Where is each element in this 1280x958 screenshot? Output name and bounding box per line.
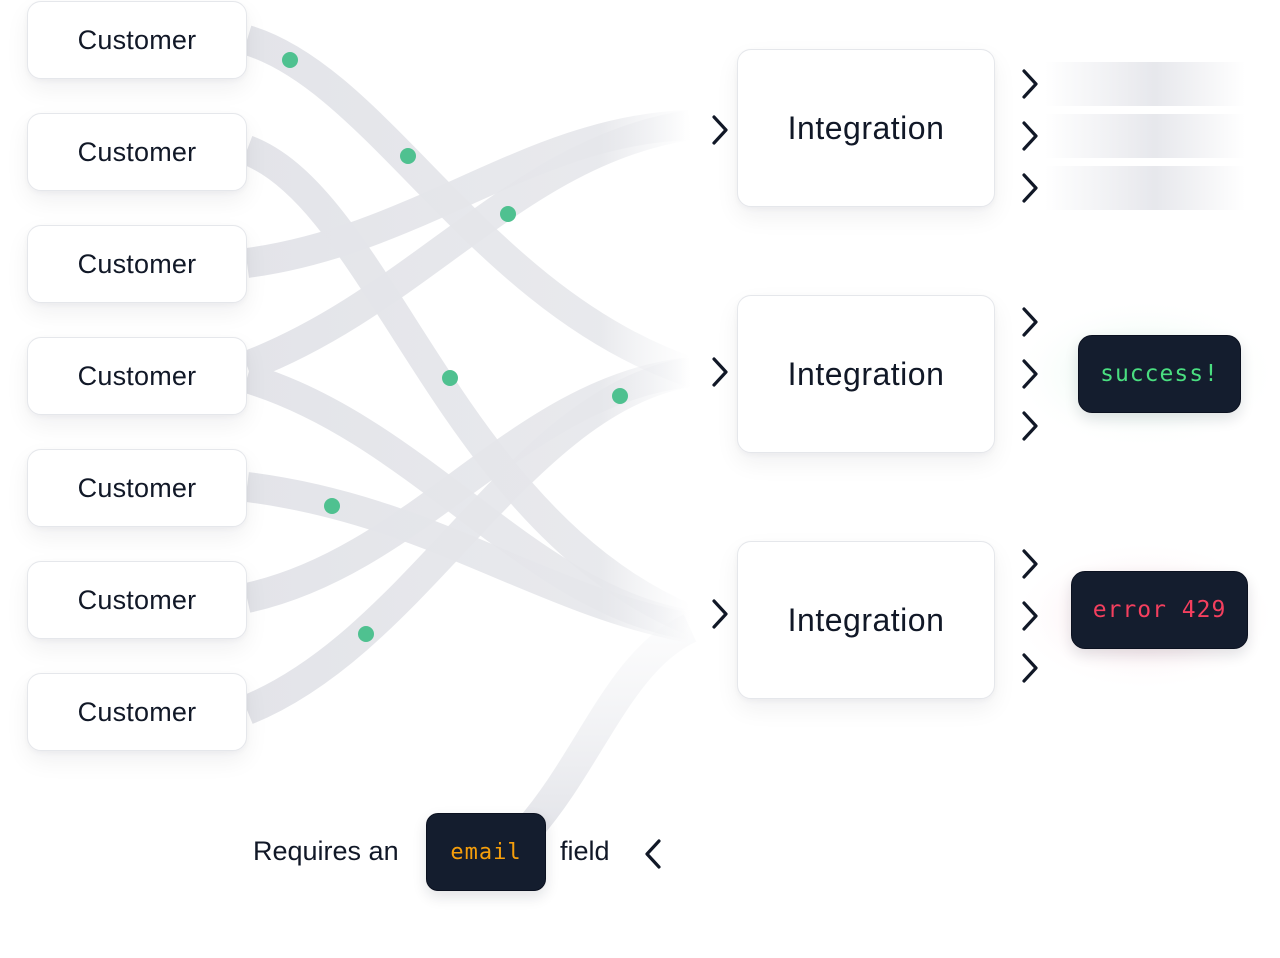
integration-card-3[interactable]: Integration	[737, 541, 995, 699]
customer-card-6[interactable]: Customer	[27, 561, 247, 639]
customer-label: Customer	[77, 248, 197, 279]
integration-label: Integration	[787, 109, 945, 146]
customer-card-7[interactable]: Customer	[27, 673, 247, 751]
flow-dot	[358, 626, 374, 642]
chevron-right-icon	[712, 599, 728, 629]
customer-label: Customer	[77, 24, 197, 55]
chevron-right-icon	[1022, 173, 1038, 203]
flow-dot	[282, 52, 298, 68]
customer-card-5[interactable]: Customer	[27, 449, 247, 527]
output-stripe	[1045, 166, 1245, 210]
chevron-right-icon	[712, 357, 728, 387]
customer-label: Customer	[77, 136, 197, 167]
output-stripe	[1045, 62, 1245, 106]
chevron-right-icon	[1022, 653, 1038, 683]
customer-label: Customer	[77, 472, 197, 503]
integration-card-2[interactable]: Integration	[737, 295, 995, 453]
error-badge: error 429	[1071, 571, 1248, 649]
chevron-right-icon	[1022, 411, 1038, 441]
flow-c5-i3	[245, 472, 693, 643]
requirement-suffix: field	[560, 836, 610, 866]
flow-dot	[400, 148, 416, 164]
email-field-badge: email	[426, 813, 546, 891]
customer-label: Customer	[77, 584, 197, 615]
customer-card-1[interactable]: Customer	[27, 1, 247, 79]
flow-dots	[282, 52, 628, 642]
chevron-right-icon	[1022, 69, 1038, 99]
error-text: error 429	[1092, 597, 1227, 623]
chevron-left-icon	[645, 839, 661, 869]
integration-label: Integration	[787, 601, 945, 638]
success-badge: success!	[1078, 335, 1241, 413]
chevron-right-icon	[1022, 359, 1038, 389]
flow-c4-i1	[241, 110, 693, 381]
integration-label: Integration	[787, 355, 945, 392]
chevron-right-icon	[1022, 121, 1038, 151]
output-stripe	[1045, 114, 1245, 158]
flow-dot	[612, 388, 628, 404]
customer-label: Customer	[77, 360, 197, 391]
success-text: success!	[1100, 361, 1219, 387]
integration-card-1[interactable]: Integration	[737, 49, 995, 207]
requirement-prefix: Requires an	[253, 836, 399, 866]
flow-dot	[500, 206, 516, 222]
flow-paths	[241, 25, 696, 724]
email-field-name: email	[450, 839, 522, 865]
flow-requirement-i3	[516, 614, 697, 840]
chevron-right-icon	[712, 115, 728, 145]
chevron-right-icon	[1022, 549, 1038, 579]
customer-card-4[interactable]: Customer	[27, 337, 247, 415]
flow-c2-i3	[241, 135, 696, 634]
customer-card-3[interactable]: Customer	[27, 225, 247, 303]
chevron-right-icon	[1022, 601, 1038, 631]
flow-dot	[324, 498, 340, 514]
customer-label: Customer	[77, 696, 197, 727]
customer-card-2[interactable]: Customer	[27, 113, 247, 191]
chevron-right-icon	[1022, 307, 1038, 337]
flow-dot	[442, 370, 458, 386]
